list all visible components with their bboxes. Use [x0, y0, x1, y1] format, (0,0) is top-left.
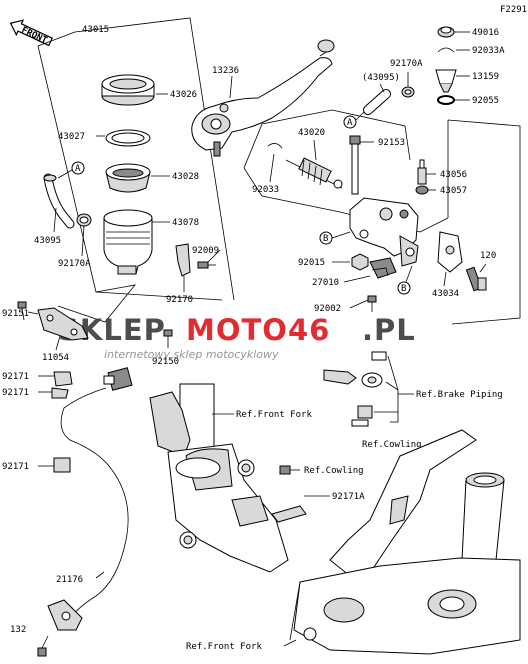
label-92009: 92009 — [192, 246, 219, 256]
master-piston-assembly — [267, 143, 343, 189]
svg-text:B: B — [401, 284, 406, 294]
label-92033A: 92033A — [472, 46, 505, 56]
nut-92015 — [351, 253, 369, 271]
label-92171-b: 92171 — [2, 388, 29, 398]
clip-92171-b — [51, 387, 69, 399]
label-21176: 21176 — [56, 575, 83, 585]
label-92171A-low: 92171A — [332, 492, 365, 502]
cowling-bracket — [329, 429, 477, 577]
bolt-92150 — [163, 329, 173, 348]
ref-front-fork-upper: Ref.Front Fork — [236, 410, 312, 420]
bracket-11054 — [37, 307, 89, 341]
reservoir-plate — [105, 129, 151, 147]
label-13159: 13159 — [472, 72, 499, 82]
svg-text:.PL: .PL — [362, 313, 416, 347]
brake-lever — [191, 39, 335, 157]
svg-text:B: B — [323, 234, 328, 244]
label-43078: 43078 — [172, 218, 199, 228]
sensor-wire — [60, 387, 129, 617]
label-92153: 92153 — [378, 138, 405, 148]
sensor-connector — [103, 367, 133, 391]
cap-49016 — [437, 26, 455, 38]
handlebar-clamp — [437, 231, 463, 273]
small-hose — [363, 89, 391, 115]
cowling-stay — [271, 465, 307, 523]
label-43095: 43095 — [34, 236, 61, 246]
front-fork-assembly — [149, 383, 289, 573]
label-92015: 92015 — [298, 258, 325, 268]
bleeder-valve — [417, 159, 427, 185]
callout-a-right: A — [343, 107, 369, 129]
bolt-92153 — [349, 135, 361, 195]
callout-b-left: B — [319, 231, 351, 245]
label-27010: 27010 — [312, 278, 339, 288]
label-92171-c: 92171 — [2, 462, 29, 472]
hose-clamp-left — [76, 213, 92, 227]
brake-switch — [369, 257, 397, 279]
label-43056: 43056 — [440, 170, 467, 180]
label-132: 132 — [10, 625, 26, 635]
bolt-132 — [37, 635, 49, 657]
label-43026: 43026 — [170, 90, 197, 100]
reservoir-bracket — [175, 243, 191, 277]
label-92170A-top: 92170A — [390, 59, 423, 69]
clamp-bolts — [465, 266, 487, 292]
label-92033: 92033 — [252, 185, 279, 195]
front-arrow-icon: FRONT — [9, 19, 53, 46]
label-43034: 43034 — [432, 289, 459, 299]
ref-brake-piping: Ref.Brake Piping — [416, 390, 503, 400]
hose-clamp-top — [401, 86, 415, 98]
bracket-bolt — [197, 261, 216, 269]
bolt-92151 — [17, 301, 27, 321]
clip-92171-a — [53, 371, 73, 387]
callout-b-right: B — [397, 265, 413, 295]
ref-cowling-right: Ref.Cowling — [362, 440, 422, 450]
guide-frame-left — [37, 17, 235, 323]
svg-text:A: A — [75, 164, 81, 174]
svg-text:A: A — [347, 118, 353, 128]
label-92055: 92055 — [472, 96, 499, 106]
svg-text:MOTO46: MOTO46 — [186, 313, 330, 347]
ref-cowling-mid: Ref.Cowling — [304, 466, 364, 476]
clip-92171-c — [53, 457, 71, 473]
callout-a-left: A — [57, 161, 85, 179]
reservoir-diaphragm — [105, 163, 151, 193]
label-43027: 43027 — [58, 132, 85, 142]
label-92170: 92170 — [166, 295, 193, 305]
label-43095-paren: (43095) — [362, 73, 400, 83]
bleeder-cap — [415, 185, 429, 195]
sensor-bracket — [47, 599, 83, 631]
label-92171-a: 92171 — [2, 372, 29, 382]
fitting-13159 — [435, 69, 457, 93]
steering-head — [289, 472, 521, 655]
reservoir-hose — [43, 173, 75, 229]
label-43020: 43020 — [298, 128, 325, 138]
master-cylinder-body — [349, 197, 419, 267]
brake-hose-fitting — [323, 351, 387, 427]
label-92002: 92002 — [314, 304, 341, 314]
label-49016: 49016 — [472, 28, 499, 38]
svg-text:internetowy sklep motocyklowy: internetowy sklep motocyklowy — [104, 348, 279, 361]
label-43057: 43057 — [440, 186, 467, 196]
figure-code: F2291 — [500, 5, 527, 15]
label-43028: 43028 — [172, 172, 199, 182]
label-120: 120 — [480, 251, 496, 261]
circlip-92033A — [437, 47, 455, 53]
label-43015: 43015 — [82, 25, 109, 35]
watermark-logo: SKLEP MOTO46 .PL internetowy sklep motoc… — [58, 313, 416, 361]
label-11054: 11054 — [42, 353, 69, 363]
label-92170A-left: 92170A — [58, 259, 91, 269]
label-92151: 92151 — [2, 309, 29, 319]
label-13236: 13236 — [212, 66, 239, 76]
ref-front-fork-bottom: Ref.Front Fork — [186, 642, 262, 652]
reservoir-body — [103, 209, 153, 275]
reservoir-cap — [101, 74, 155, 106]
label-92150: 92150 — [152, 357, 179, 367]
oring-92055 — [437, 95, 455, 105]
screw-92002 — [367, 295, 377, 312]
